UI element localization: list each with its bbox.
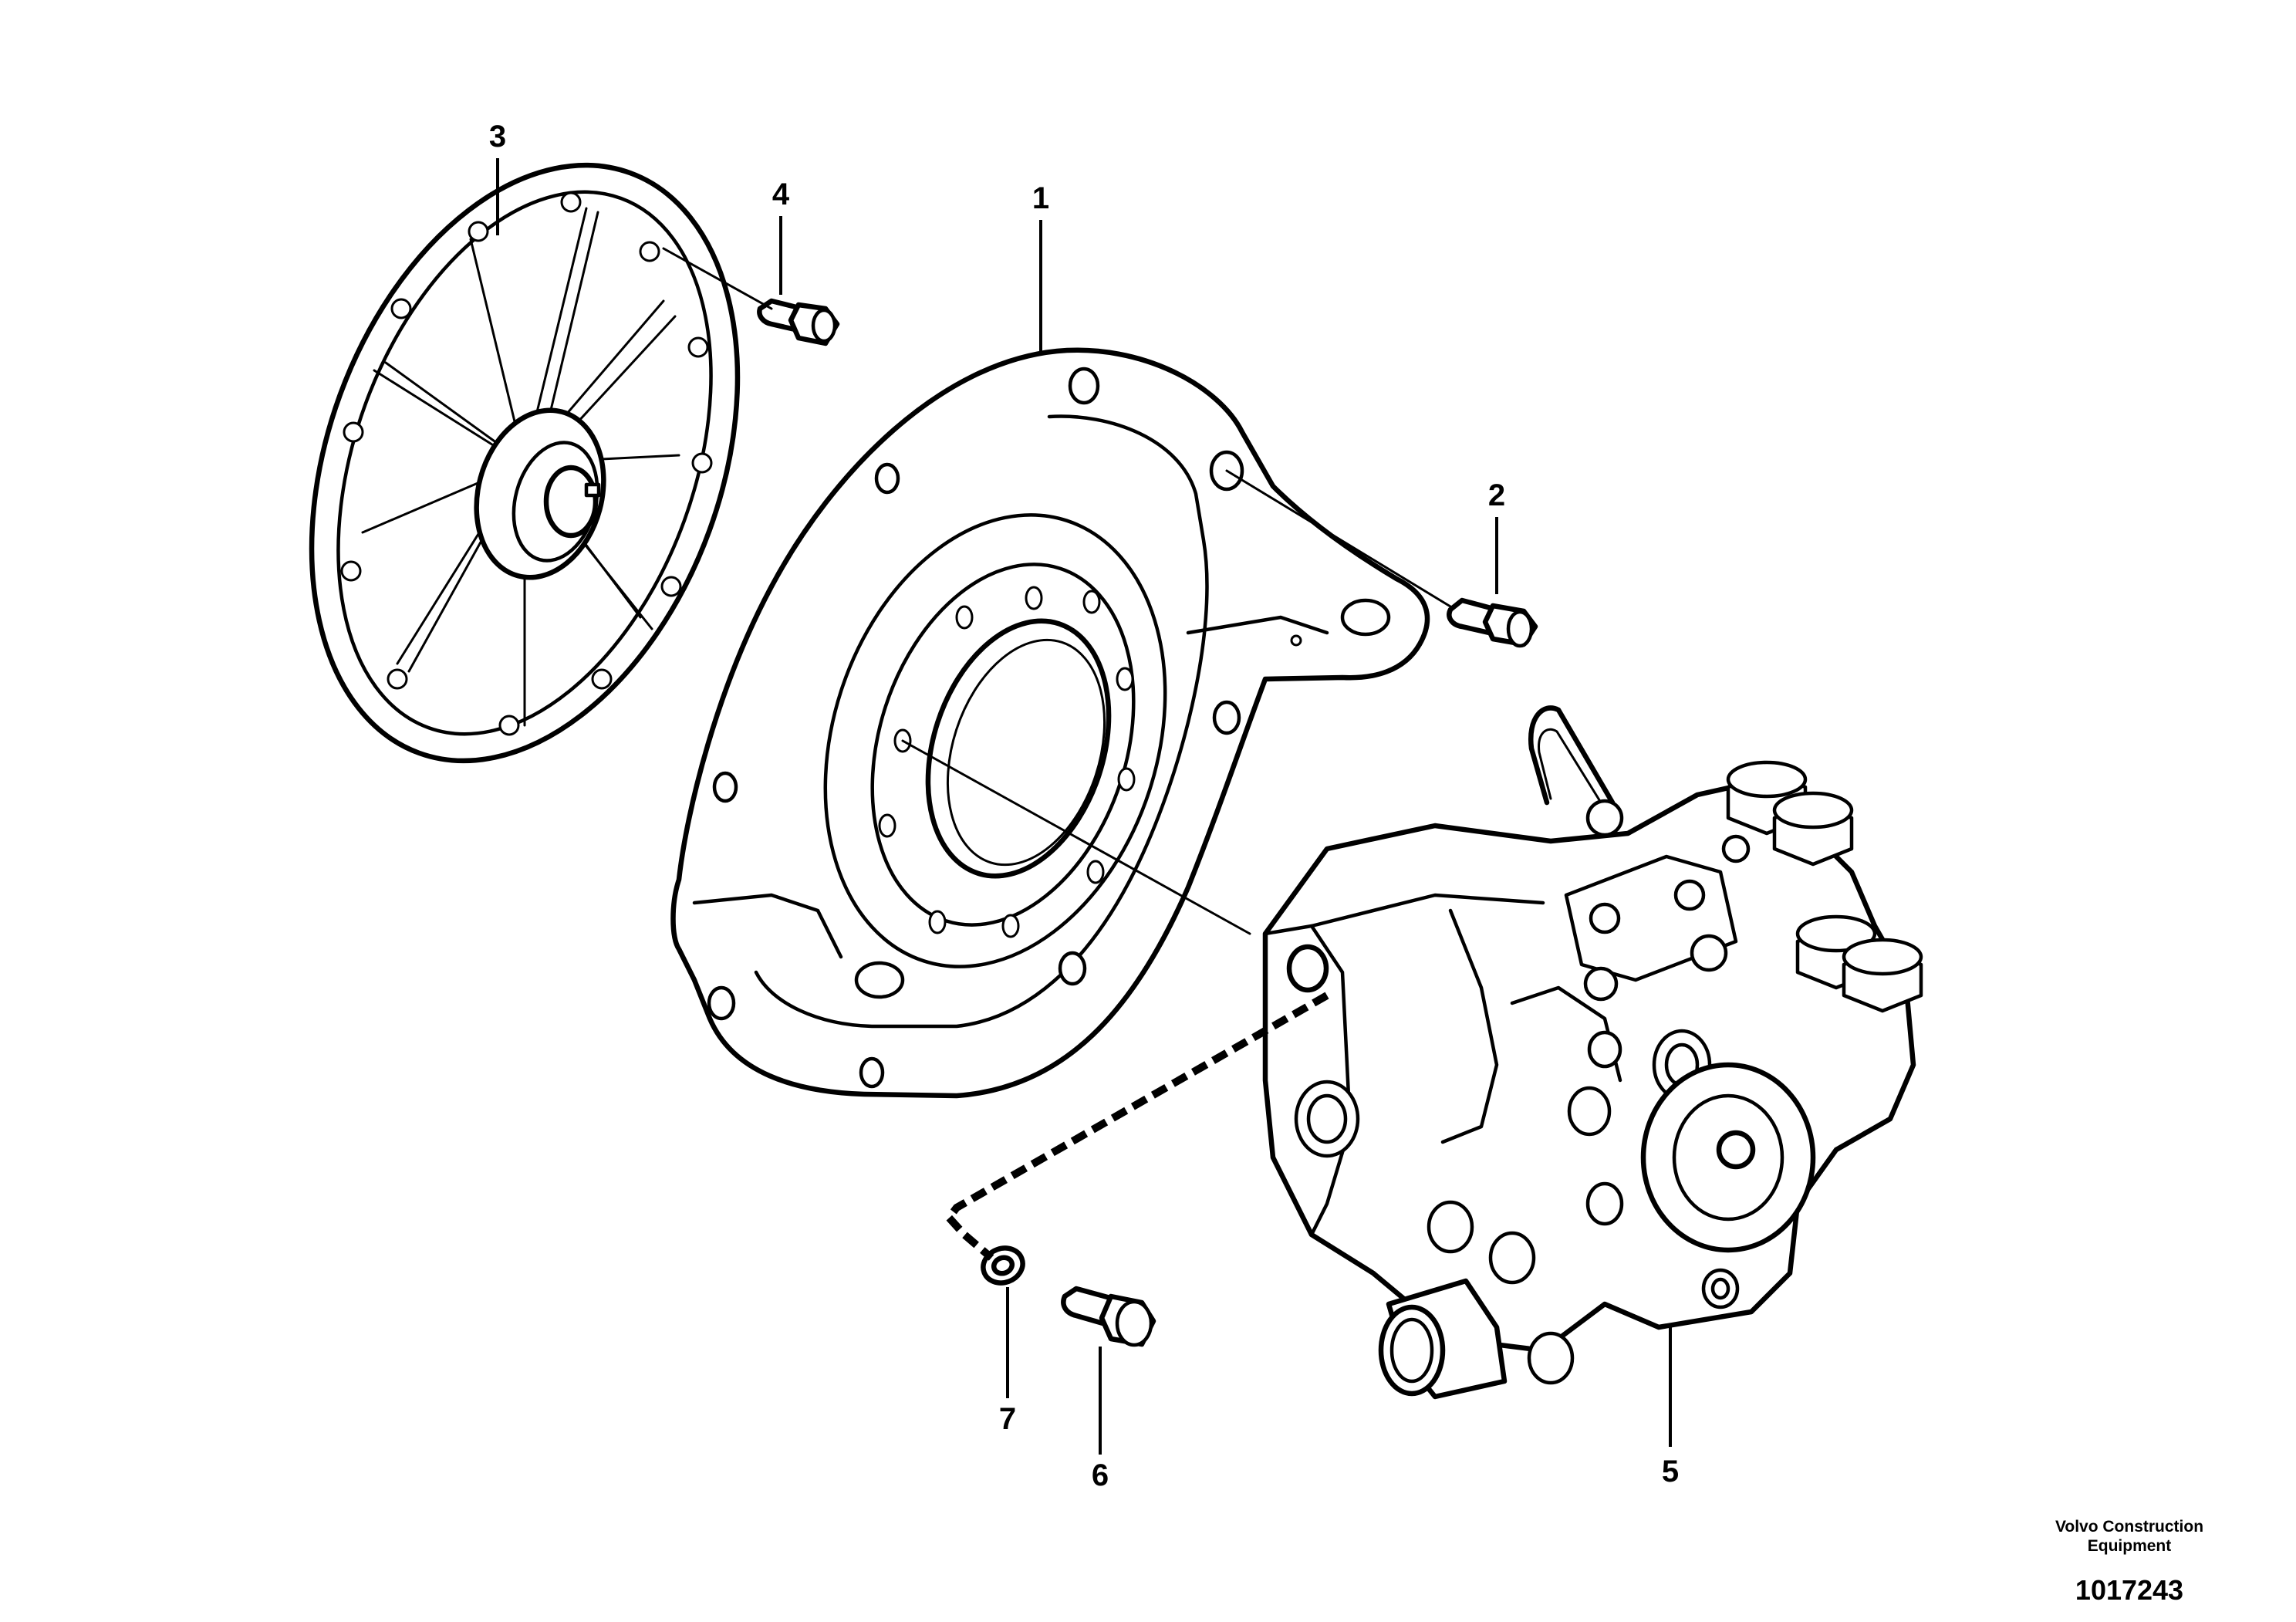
assembly-lines (662, 247, 1452, 1261)
callout-6: 6 (1092, 1347, 1109, 1492)
callout-4: 4 (772, 177, 790, 295)
part-2-bolt (1447, 597, 1538, 648)
callout-7-label: 7 (999, 1402, 1016, 1436)
part-6-bolt (1061, 1286, 1156, 1347)
part-7-washer (981, 1245, 1025, 1286)
part-1-flywheel-housing (670, 347, 1430, 1099)
company-line-1: Volvo Construction (2055, 1518, 2204, 1536)
callout-2-label: 2 (1488, 478, 1505, 512)
company-line-2: Equipment (2087, 1537, 2172, 1555)
callout-1: 1 (1032, 181, 1049, 355)
callout-1-label: 1 (1032, 181, 1049, 215)
part-4-bolt (757, 298, 840, 346)
company-name: Volvo Construction Equipment (2037, 1517, 2222, 1556)
callout-5: 5 (1662, 1326, 1679, 1489)
part-5-hydraulic-pump (1262, 705, 1923, 1400)
callout-5-label: 5 (1662, 1455, 1679, 1489)
drawing-number: 1017243 (2075, 1574, 2184, 1606)
callout-6-label: 6 (1092, 1458, 1109, 1492)
part-3-coupling-disc (309, 162, 741, 764)
callout-4-label: 4 (772, 177, 790, 211)
callout-7: 7 (999, 1287, 1016, 1436)
callout-2: 2 (1488, 478, 1505, 594)
callout-3: 3 (489, 120, 506, 235)
callout-3-label: 3 (489, 120, 506, 154)
